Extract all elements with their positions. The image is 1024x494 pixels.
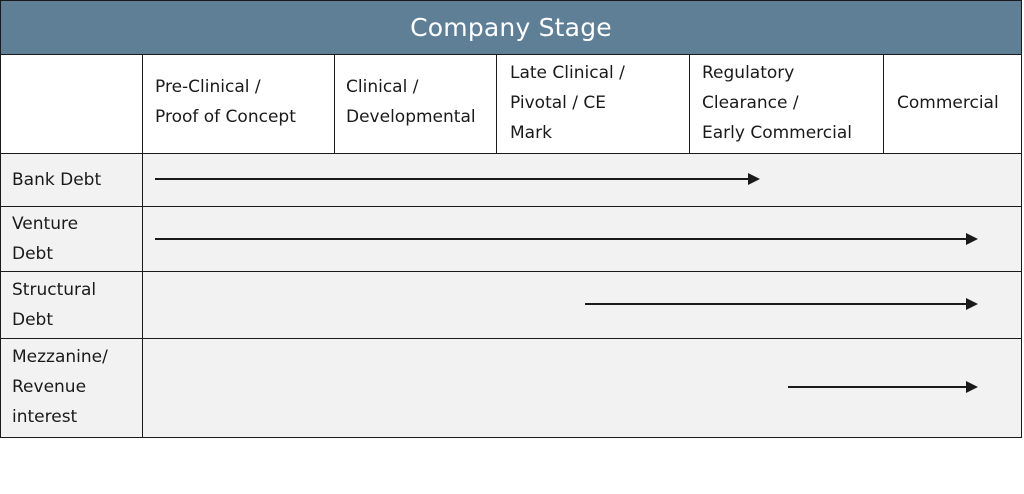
- row-structural-debt-bg: [1, 272, 1021, 338]
- row-label-bank-debt: Bank Debt: [12, 170, 102, 190]
- column-header-regulatory: Regulatory Clearance / Early Commercial: [702, 63, 853, 143]
- column-header-late-clinical: Late Clinical / Pivotal / CE Mark: [510, 63, 625, 143]
- grid-line-h: [0, 54, 1022, 55]
- arrow-venture-debt-line: [155, 238, 967, 240]
- row-mezzanine-bg: [1, 339, 1021, 437]
- grid-line-v: [334, 54, 335, 154]
- grid-line-v: [689, 54, 690, 154]
- grid-line-h: [0, 338, 1022, 339]
- grid-line-h: [0, 271, 1022, 272]
- grid-line-h: [0, 153, 1022, 154]
- column-header-pre-clinical: Pre-Clinical / Proof of Concept: [155, 77, 296, 127]
- row-bank-debt-bg: [1, 154, 1021, 206]
- row-label-venture-debt: Venture Debt: [12, 214, 79, 264]
- row-label-structural-debt: Structural Debt: [12, 280, 97, 330]
- grid-line-v: [883, 54, 884, 154]
- stage-table: [0, 0, 1022, 438]
- arrow-venture-debt-head: [966, 233, 978, 245]
- grid-line-h: [0, 206, 1022, 207]
- arrow-structural-debt-line: [585, 303, 967, 305]
- grid-line-v: [496, 54, 497, 154]
- arrow-mezzanine-line: [788, 386, 967, 388]
- grid-line-v: [142, 54, 143, 438]
- column-header-commercial: Commercial: [897, 93, 999, 113]
- arrow-mezzanine-head: [966, 381, 978, 393]
- row-label-mezzanine: Mezzanine/ Revenue interest: [12, 347, 108, 427]
- arrow-bank-debt-line: [155, 178, 750, 180]
- table-title: Company Stage: [410, 13, 612, 42]
- arrow-structural-debt-head: [966, 298, 978, 310]
- title-bar: Company Stage: [1, 1, 1021, 54]
- column-header-clinical: Clinical / Developmental: [346, 77, 476, 127]
- arrow-bank-debt-head: [748, 173, 760, 185]
- header-row: [1, 55, 1021, 153]
